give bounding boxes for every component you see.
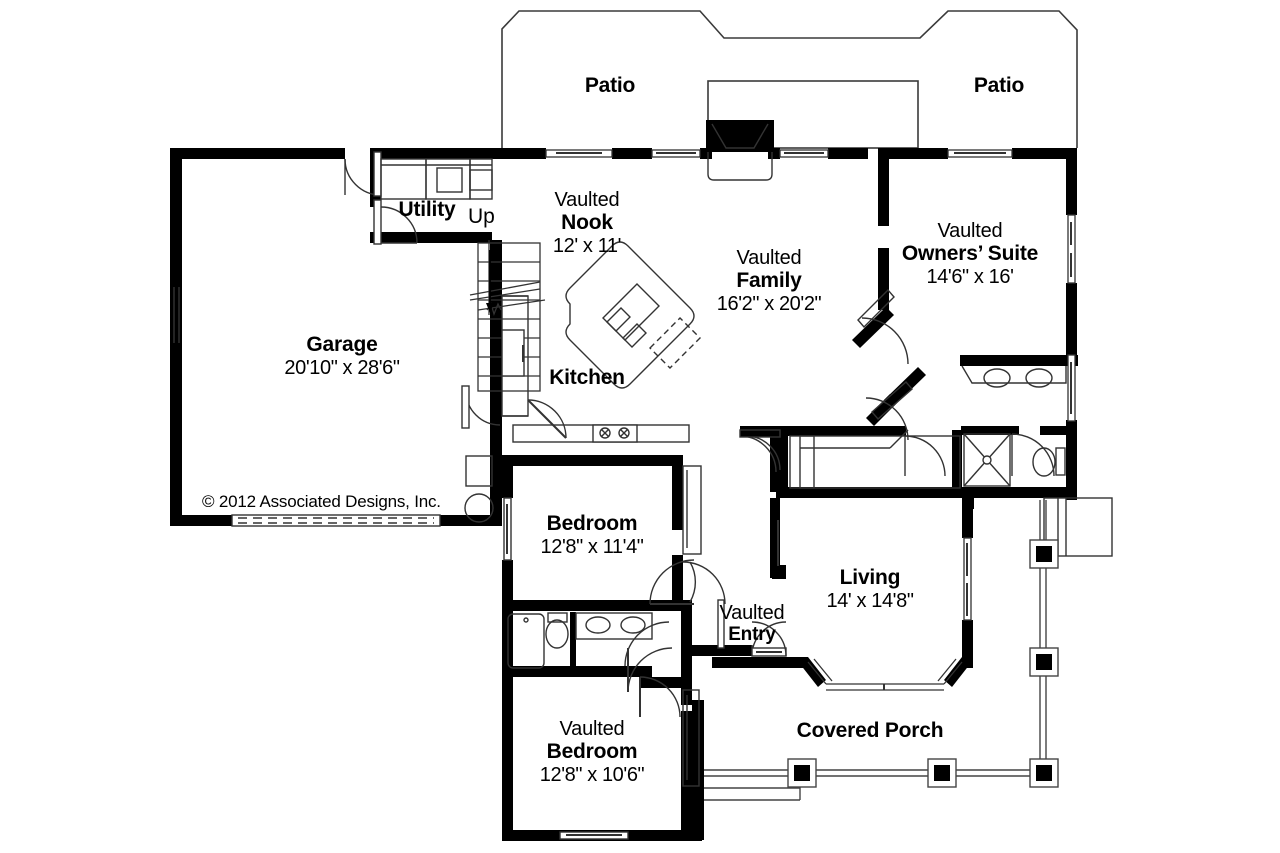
room-label-bedroom-3: Vaulted Bedroom 12'8" x 10'6" xyxy=(540,718,645,786)
room-label-owners-suite: Vaulted Owners’ Suite 14'6" x 16' xyxy=(902,220,1038,288)
room-name: Living xyxy=(839,566,901,590)
room-label-garage: Garage 20'10" x 28'6" xyxy=(284,333,400,379)
room-name: Family xyxy=(736,269,802,293)
room-label-living: Living 14' x 14'8" xyxy=(826,566,913,612)
porch-columns xyxy=(787,539,1059,788)
room-dimensions: 12'8" x 11'4" xyxy=(540,535,644,558)
room-name: Utility xyxy=(398,198,456,222)
room-label-entry: Vaulted Entry xyxy=(720,602,785,646)
room-vaulted-tag: Vaulted xyxy=(554,188,620,211)
room-dimensions: 12' x 11' xyxy=(552,234,622,257)
patio-roof-outline xyxy=(501,10,1078,148)
room-name: Garage xyxy=(306,333,378,357)
room-name: Owners’ Suite xyxy=(901,242,1039,266)
room-vaulted-tag: Vaulted xyxy=(719,602,785,625)
room-dimensions: 12'8" x 10'6" xyxy=(539,763,645,786)
room-name: Patio xyxy=(973,74,1025,98)
room-name: Bedroom xyxy=(546,740,638,764)
room-name: Patio xyxy=(584,74,636,98)
room-dimensions: 14'6" x 16' xyxy=(926,265,1014,288)
room-vaulted-tag: Vaulted xyxy=(559,717,625,740)
room-label-kitchen: Kitchen xyxy=(549,366,625,390)
thin-detail-lines xyxy=(173,123,1113,840)
room-dimensions: 14' x 14'8" xyxy=(826,589,914,612)
room-vaulted-tag: Vaulted xyxy=(937,219,1003,242)
room-name: Kitchen xyxy=(549,366,625,390)
patio-step-box xyxy=(707,80,919,149)
room-label-patio-right: Patio xyxy=(973,74,1025,98)
stair-direction-label: Up xyxy=(468,205,495,228)
room-name: Covered Porch xyxy=(796,719,944,743)
room-vaulted-tag: Vaulted xyxy=(736,246,802,269)
room-dimensions: 20'10" x 28'6" xyxy=(284,356,400,379)
room-dimensions: 16'2" x 20'2" xyxy=(716,292,822,315)
room-name: Bedroom xyxy=(546,512,638,536)
room-name: Nook xyxy=(561,211,613,235)
room-name: Entry xyxy=(728,624,776,646)
room-label-covered-porch: Covered Porch xyxy=(797,719,944,743)
room-label-bedroom-2: Bedroom 12'8" x 11'4" xyxy=(540,512,643,558)
room-label-utility: Utility xyxy=(399,198,456,222)
copyright-notice: © 2012 Associated Designs, Inc. xyxy=(202,492,441,511)
room-label-patio-left: Patio xyxy=(584,74,636,98)
room-label-nook: Vaulted Nook 12' x 11' xyxy=(552,188,622,257)
room-label-family: Vaulted Family 16'2" x 20'2" xyxy=(717,247,822,315)
